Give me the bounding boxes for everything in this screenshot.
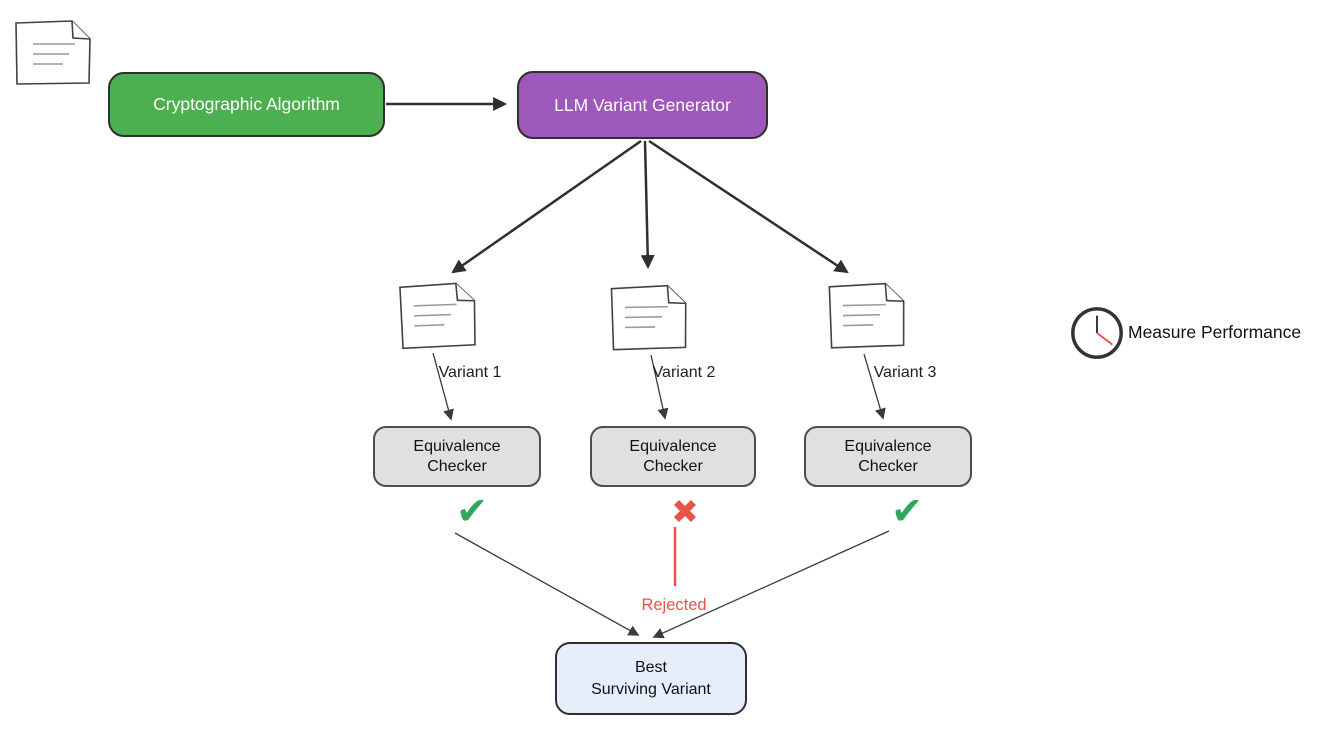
node-equivalence-checker-3: Equivalence Checker xyxy=(804,426,972,487)
edge-checker3-to-best xyxy=(652,530,890,639)
variant3-document-icon xyxy=(828,282,905,349)
node-cryptographic-algorithm: Cryptographic Algorithm xyxy=(108,72,385,137)
edge-generator-to-variant2 xyxy=(640,140,655,270)
cross-icon: ✖ xyxy=(671,493,699,530)
clock-icon xyxy=(1071,307,1123,359)
edge-checker1-to-best xyxy=(454,532,640,636)
edge-variant1-to-checker1 xyxy=(432,352,454,421)
node-label: LLM Variant Generator xyxy=(554,94,731,115)
variant3-label: Variant 3 xyxy=(873,364,937,381)
checkmark-icon: ✔ xyxy=(456,491,488,533)
node-label: Cryptographic Algorithm xyxy=(153,94,340,114)
variant2-label: Variant 2 xyxy=(652,364,716,381)
node-llm-variant-generator: LLM Variant Generator xyxy=(517,71,768,139)
checkmark-icon: ✔ xyxy=(891,491,923,533)
node-label: Best Surviving Variant xyxy=(591,658,711,698)
node-equivalence-checker-2: Equivalence Checker xyxy=(590,426,756,487)
node-label: Equivalence Checker xyxy=(413,437,501,475)
rejected-label: Rejected xyxy=(641,596,707,614)
measure-performance-label: Measure Performance xyxy=(1128,322,1302,342)
edge-generator-to-variant3 xyxy=(648,139,849,274)
node-best-surviving-variant: Best Surviving Variant xyxy=(555,642,747,715)
node-equivalence-checker-1: Equivalence Checker xyxy=(373,426,541,487)
node-label: Equivalence Checker xyxy=(629,437,717,475)
document-icon xyxy=(15,20,91,85)
node-label: Equivalence Checker xyxy=(844,437,932,475)
edge-generator-to-variant1 xyxy=(451,139,642,274)
variant1-document-icon xyxy=(399,282,476,350)
variant2-document-icon xyxy=(610,284,687,351)
variant1-label: Variant 1 xyxy=(438,364,502,381)
